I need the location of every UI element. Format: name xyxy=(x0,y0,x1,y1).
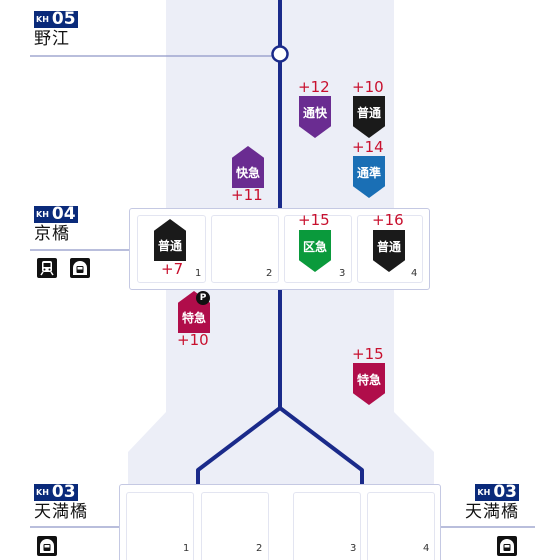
train-delay: +10 xyxy=(177,331,209,349)
train-delay: +12 xyxy=(298,78,330,96)
train-delay: +16 xyxy=(372,211,404,229)
station-name: 天満橋 xyxy=(34,502,88,522)
temmabashi-track-4[interactable] xyxy=(367,492,435,560)
noe-station-marker[interactable] xyxy=(271,45,289,63)
subway-icon xyxy=(37,536,57,556)
train-delay: +14 xyxy=(352,138,384,156)
track-number: 4 xyxy=(411,268,418,279)
subway-icon xyxy=(497,536,517,556)
train-delay: +7 xyxy=(161,260,184,278)
kyobashi-track-2[interactable] xyxy=(211,215,279,283)
track-number: 2 xyxy=(256,543,263,554)
track-number: 3 xyxy=(339,268,346,279)
train-badge-rapid-express[interactable]: 快急 xyxy=(232,146,264,188)
station-name: 京橋 xyxy=(34,224,70,244)
track-number: 3 xyxy=(350,543,357,554)
track-number: 1 xyxy=(195,268,202,279)
station-name: 天満橋 xyxy=(465,502,519,522)
track-number: 1 xyxy=(183,543,190,554)
branch-track-line xyxy=(196,406,364,485)
train-delay: +11 xyxy=(231,186,263,204)
temmabashi-track-2[interactable] xyxy=(201,492,269,560)
train-delay: +15 xyxy=(352,345,384,363)
station-name: 野江 xyxy=(34,29,70,49)
train-icon xyxy=(37,258,57,278)
subway-icon xyxy=(70,258,90,278)
train-delay: +10 xyxy=(352,78,384,96)
premium-car-icon: P xyxy=(196,291,210,305)
temmabashi-track-3[interactable] xyxy=(293,492,361,560)
track-number: 4 xyxy=(423,543,430,554)
train-delay: +15 xyxy=(298,211,330,229)
track-number: 2 xyxy=(266,268,273,279)
temmabashi-track-1[interactable] xyxy=(126,492,194,560)
